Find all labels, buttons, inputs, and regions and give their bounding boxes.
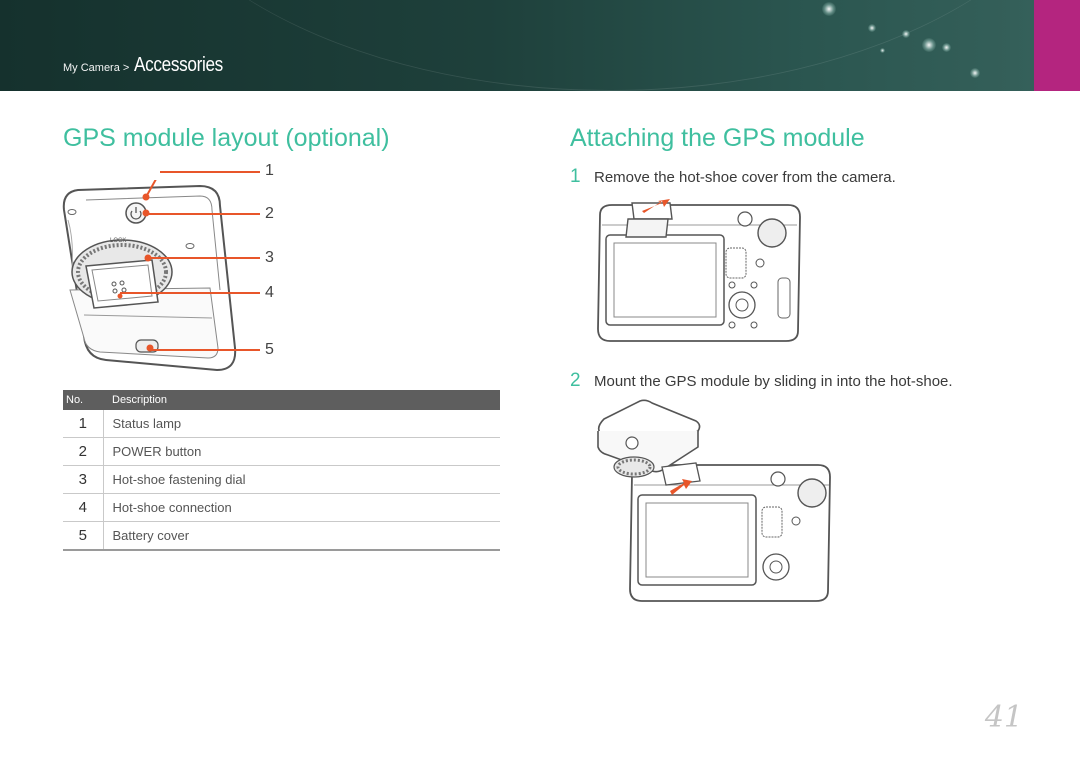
step-number: 1 [570, 166, 581, 187]
table-header-row: No. Description [63, 390, 500, 410]
callout-line [146, 213, 260, 215]
camera-remove-cover-illustration [597, 199, 801, 342]
row-description: POWER button [103, 437, 500, 466]
table-row: 2 POWER button [63, 437, 500, 466]
row-number: 2 [63, 437, 104, 466]
sparkle-decoration [822, 2, 836, 16]
sparkle-decoration [942, 43, 951, 52]
breadcrumb-page: Accessories [133, 54, 223, 76]
sparkle-decoration [868, 24, 876, 32]
sparkle-decoration [922, 38, 936, 52]
step-text: Mount the GPS module by sliding in into … [594, 373, 953, 390]
step-text: Remove the hot-shoe cover from the camer… [594, 169, 896, 186]
table-row: 5 Battery cover [63, 521, 500, 551]
attach-section-title: Attaching the GPS module [570, 124, 865, 152]
row-description: Status lamp [103, 410, 500, 438]
row-number: 3 [63, 465, 104, 494]
column-header-number: No. [63, 390, 103, 410]
table-row: 4 Hot-shoe connection [63, 493, 500, 522]
breadcrumb: My Camera > Accessories [63, 54, 237, 77]
step-2: 2 Mount the GPS module by sliding in into… [570, 370, 953, 392]
header-decoration [120, 0, 1080, 91]
table-row: 1 Status lamp [63, 410, 500, 438]
callout-line [160, 171, 260, 173]
row-description: Battery cover [103, 521, 500, 551]
section-tab[interactable] [1034, 0, 1080, 91]
callout-number: 2 [265, 205, 274, 222]
step-1: 1 Remove the hot-shoe cover from the came… [570, 166, 896, 188]
callout-number: 3 [265, 249, 274, 266]
callout-line [150, 349, 260, 351]
callout-number: 1 [265, 162, 274, 179]
row-number: 4 [63, 493, 104, 522]
table-row: 3 Hot-shoe fastening dial [63, 465, 500, 494]
dial-lock-label: LOCK [110, 238, 126, 244]
callout-line [120, 292, 260, 294]
sparkle-decoration [902, 30, 910, 38]
header-banner: My Camera > Accessories [0, 0, 1080, 91]
gps-module-illustration: LOCK [62, 180, 237, 372]
camera-mount-gps-illustration [597, 399, 831, 602]
callout-number: 5 [265, 341, 274, 358]
sparkle-decoration [880, 48, 885, 53]
breadcrumb-section[interactable]: My Camera > [63, 62, 130, 74]
callout-number: 4 [265, 284, 274, 301]
sparkle-decoration [970, 68, 980, 78]
row-description: Hot-shoe fastening dial [103, 465, 500, 494]
layout-section-title: GPS module layout (optional) [63, 124, 390, 152]
row-description: Hot-shoe connection [103, 493, 500, 522]
row-number: 1 [63, 410, 104, 438]
step-number: 2 [570, 370, 581, 391]
row-number: 5 [63, 521, 104, 551]
column-header-description: Description [103, 390, 500, 410]
description-table: No. Description 1 Status lamp 2 POWER bu… [63, 390, 500, 551]
page-number: 41 [984, 700, 1023, 735]
callout-line [148, 257, 260, 259]
